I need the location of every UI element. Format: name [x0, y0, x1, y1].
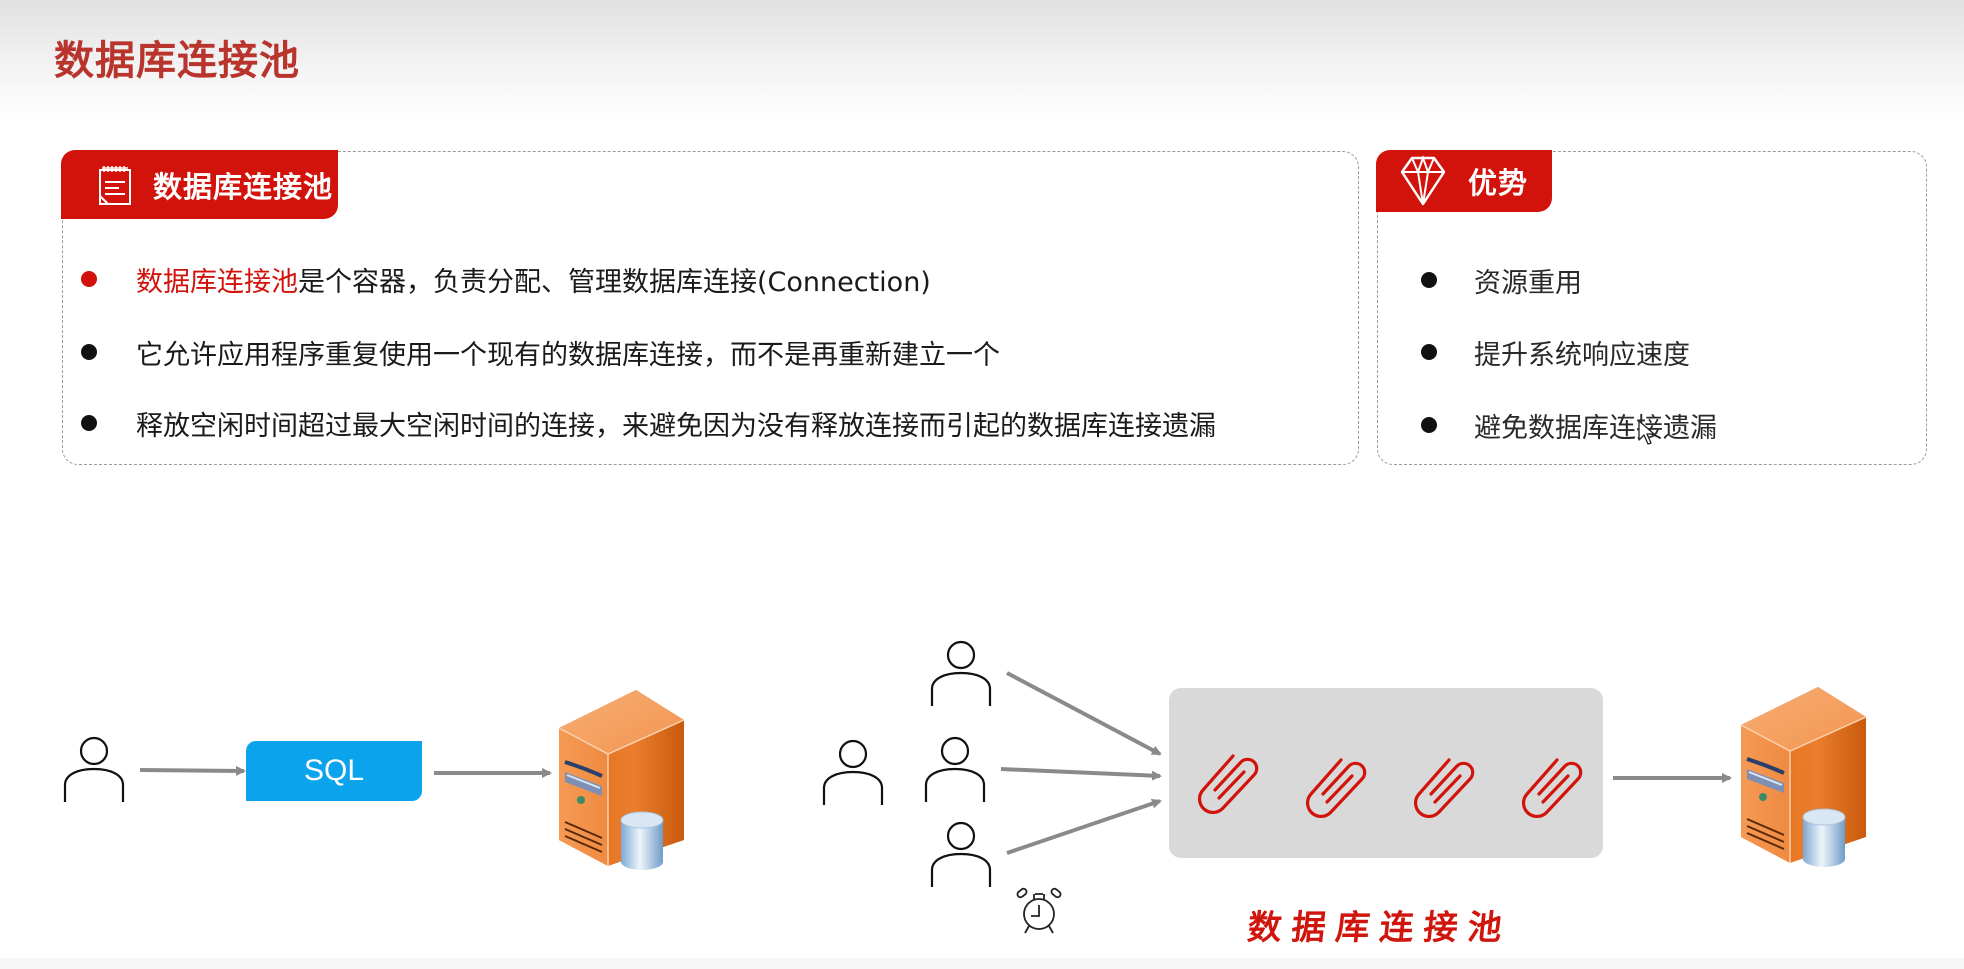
bullet-icon	[81, 271, 97, 287]
connection-pool-box	[1169, 688, 1603, 858]
diamond-icon	[1398, 155, 1448, 207]
definition-text: 它允许应用程序重复使用一个现有的数据库连接，而不是再重新建立一个	[136, 339, 1000, 371]
person-icon	[924, 736, 986, 804]
page-title: 数据库连接池	[54, 38, 300, 84]
paperclip-icon	[1197, 754, 1259, 815]
paperclip-icon	[1305, 758, 1367, 819]
mouse-cursor-icon	[1638, 420, 1655, 445]
pool-label: 数据库连接池	[1245, 908, 1514, 948]
database-server-icon	[557, 688, 686, 872]
arrow-icon	[1006, 798, 1162, 855]
database-server-icon	[1739, 685, 1868, 869]
paperclip-icon	[1521, 758, 1583, 819]
arrow-icon	[139, 765, 246, 776]
notepad-icon	[91, 164, 139, 206]
highlight-term: 数据库连接池	[136, 266, 298, 298]
advantage-text: 提升系统响应速度	[1474, 339, 1690, 371]
arrow-icon	[1000, 767, 1162, 781]
definition-card	[62, 151, 1359, 465]
advantages-card-tab: 优势	[1376, 150, 1552, 212]
bullet-icon	[1421, 417, 1437, 433]
advantage-text: 避免数据库连接遗漏	[1474, 412, 1717, 444]
bottom-strip	[0, 958, 1964, 969]
bullet-icon	[81, 344, 97, 360]
definition-card-tab: 数据库连接池	[61, 150, 338, 219]
advantage-item: 提升系统响应速度	[1421, 332, 1690, 372]
definition-item: 数据库连接池是个容器，负责分配、管理数据库连接(Connection)	[81, 259, 931, 299]
person-icon	[930, 640, 992, 708]
definition-text: 释放空闲时间超过最大空闲时间的连接，来避免因为没有释放连接而引起的数据库连接遗漏	[136, 410, 1216, 442]
advantage-text: 资源重用	[1474, 267, 1582, 299]
bullet-icon	[1421, 272, 1437, 288]
advantage-item: 避免数据库连接遗漏	[1421, 405, 1717, 445]
advantages-card	[1377, 151, 1927, 465]
header-band	[0, 0, 1964, 120]
advantage-item: 资源重用	[1421, 260, 1582, 300]
person-icon	[930, 821, 992, 889]
definition-item: 释放空闲时间超过最大空闲时间的连接，来避免因为没有释放连接而引起的数据库连接遗漏	[81, 403, 1216, 443]
person-icon	[822, 739, 884, 807]
person-icon	[63, 736, 125, 804]
sql-request-box: SQL	[246, 741, 422, 801]
definition-text: 是个容器，负责分配、管理数据库连接(Connection)	[298, 266, 931, 298]
alarm-clock-icon	[1016, 887, 1062, 934]
definition-card-title: 数据库连接池	[153, 169, 334, 204]
definition-item: 它允许应用程序重复使用一个现有的数据库连接，而不是再重新建立一个	[81, 332, 1000, 372]
bullet-icon	[1421, 344, 1437, 360]
paperclip-icon	[1413, 758, 1475, 819]
arrow-icon	[1006, 671, 1162, 756]
bullet-icon	[81, 415, 97, 431]
advantages-card-title: 优势	[1468, 166, 1529, 200]
